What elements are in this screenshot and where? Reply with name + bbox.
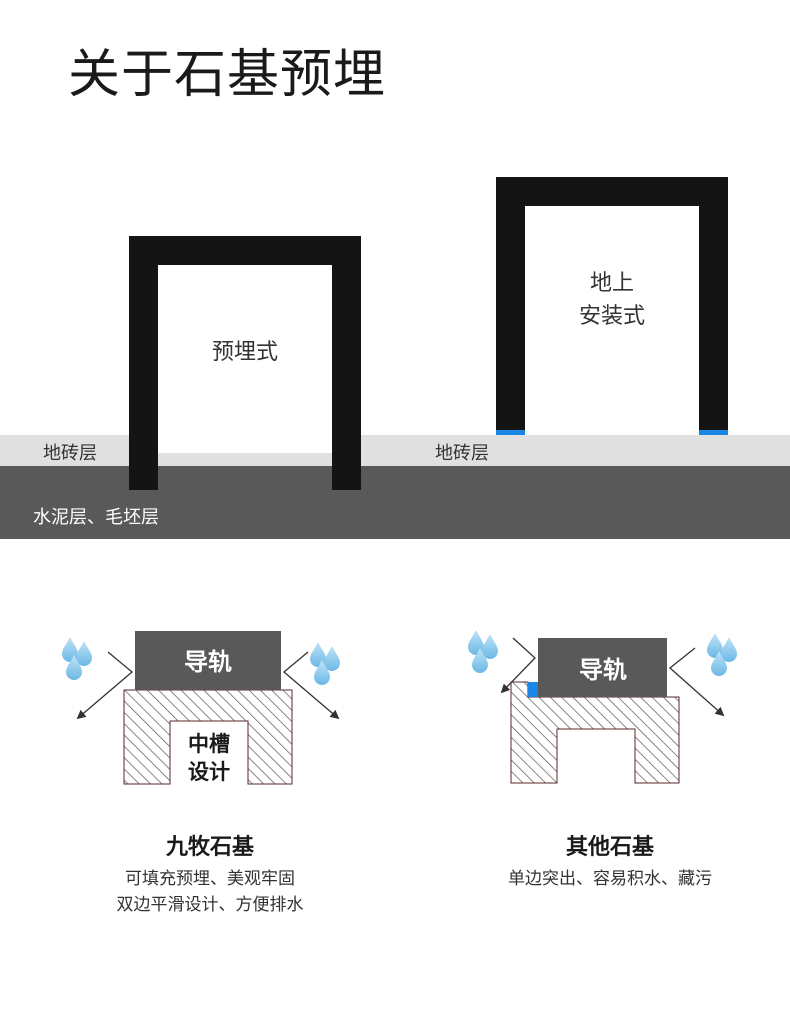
other-caption-title: 其他石基	[565, 835, 654, 860]
jiumu-base-body	[123, 689, 293, 785]
other-base-diagram: 导轨	[468, 630, 737, 784]
other-rail	[538, 638, 667, 697]
jiumu-caption-line2: 双边平滑设计、方便排水	[116, 895, 304, 915]
other-base-body	[510, 681, 680, 784]
surface-frame-opening	[525, 206, 699, 435]
comparison-diagrams: 导轨 中槽 设计 导轨	[62, 630, 737, 785]
jiumu-rail	[135, 631, 281, 690]
surface-frame-label: 地上 安装式	[525, 267, 699, 333]
embedded-frame-label: 预埋式	[211, 340, 278, 365]
other-caption-line1: 单边突出、容易积水、藏污	[508, 869, 712, 889]
arrow-icon	[668, 647, 725, 717]
embedded-frame-opening	[158, 265, 332, 453]
page-title: 关于石基预埋	[68, 45, 387, 105]
jiumu-rail-label: 导轨	[184, 648, 232, 676]
surface-frame-seal-right	[699, 430, 728, 435]
other-base-water-pool	[528, 682, 538, 697]
tile-layer-label-right: 地砖层	[435, 443, 489, 464]
water-drops-icon	[62, 637, 92, 680]
embedded-frame-floor	[158, 453, 332, 466]
arrow-icon	[282, 651, 340, 720]
jiumu-groove-label-line2: 设计	[188, 760, 230, 784]
tile-layer	[0, 435, 790, 466]
jiumu-groove-label-line1: 中槽	[188, 732, 230, 756]
water-drops-icon	[707, 633, 737, 676]
water-drops-icon	[310, 642, 340, 685]
jiumu-base-diagram: 导轨 中槽 设计	[62, 631, 340, 785]
jiumu-caption-title: 九牧石基	[165, 835, 254, 860]
water-drops-icon	[468, 630, 498, 673]
embedded-frame-cement	[158, 466, 332, 490]
tile-layer-label-left: 地砖层	[43, 443, 97, 464]
surface-frame-label-line1: 地上	[589, 271, 634, 296]
arrow-icon	[500, 637, 536, 694]
cement-layer-label: 水泥层、毛坯层	[33, 507, 159, 528]
surface-frame-seal-left	[496, 430, 525, 435]
arrow-icon	[76, 651, 134, 720]
jiumu-caption-line1: 可填充预埋、美观牢固	[125, 869, 295, 889]
other-rail-label: 导轨	[579, 656, 627, 684]
surface-frame-label-line2: 安装式	[578, 304, 645, 329]
